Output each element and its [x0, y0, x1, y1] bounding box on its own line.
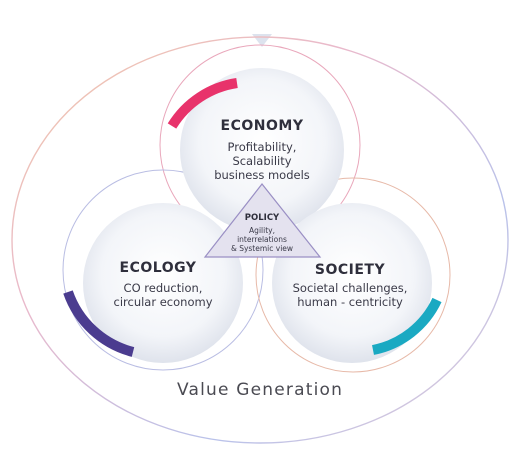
- policy-description: Agility, interrelations & Systemic view: [222, 226, 302, 253]
- outer-value-ring: [11, 36, 509, 444]
- economy-line-3: business models: [214, 168, 310, 182]
- ecology-sphere: [83, 203, 243, 363]
- ecology-line-2: circular economy: [113, 295, 213, 309]
- society-line-2: human - centricity: [297, 295, 403, 309]
- society-title: SOCIETY: [314, 262, 386, 278]
- ecology-description: CO reduction, circular economy: [98, 281, 228, 309]
- economy-line-1: Profitability,: [227, 140, 297, 154]
- economy-title: ECONOMY: [220, 118, 304, 134]
- society-sphere: [272, 203, 432, 363]
- economy-accent-arc: [167, 78, 238, 129]
- policy-title: POLICY: [244, 213, 280, 223]
- policy-line-3: & Systemic view: [230, 244, 294, 253]
- ecology-title: ECOLOGY: [119, 260, 197, 276]
- policy-line-1: Agility,: [249, 226, 275, 235]
- society-description: Societal challenges, human - centricity: [276, 281, 424, 309]
- ecology-line-1: CO reduction,: [123, 281, 203, 295]
- economy-sphere: [180, 68, 344, 232]
- policy-line-2: interrelations: [237, 235, 287, 244]
- society-accent-arc: [371, 297, 442, 355]
- ecology-ring: [62, 169, 264, 371]
- society-line-1: Societal challenges,: [292, 281, 408, 295]
- economy-line-2: Scalability: [232, 154, 292, 168]
- ecology-accent-arc: [63, 290, 135, 357]
- policy-triangle: [203, 183, 322, 258]
- economy-description: Profitability, Scalability business mode…: [192, 140, 332, 182]
- society-ring: [255, 177, 451, 373]
- value-generation-label: Value Generation: [176, 380, 344, 400]
